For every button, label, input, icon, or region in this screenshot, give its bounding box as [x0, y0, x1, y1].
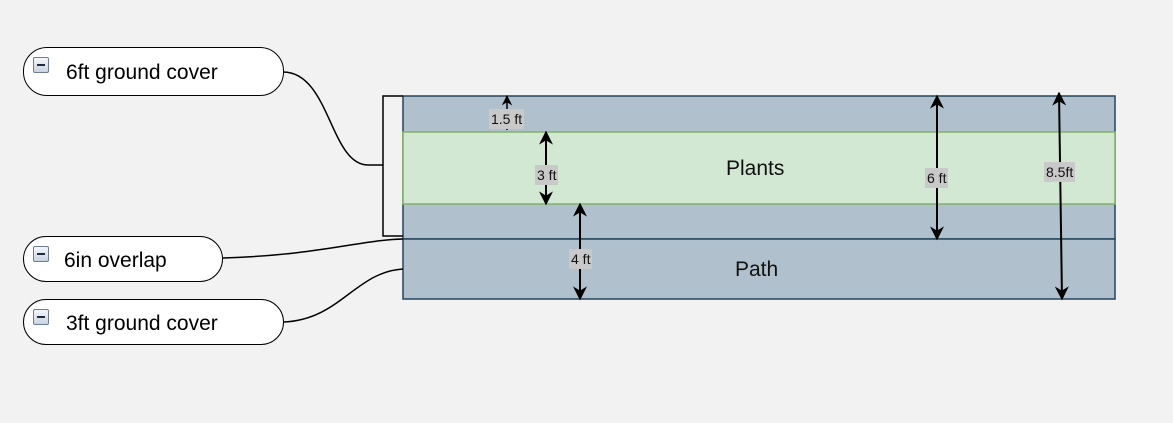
callout-3ft-ground-cover-label: 3ft ground cover [66, 312, 218, 335]
callout-3ft-ground-cover[interactable]: 3ft ground cover [23, 299, 284, 345]
collapse-minus-icon[interactable] [33, 309, 49, 325]
connector-6in-overlap [222, 238, 404, 259]
plants-label: Plants [726, 157, 785, 180]
callout-6ft-ground-cover-label: 6ft ground cover [66, 61, 218, 84]
callout-6in-overlap-label: 6in overlap [64, 249, 167, 272]
connector-3ft-ground-cover [282, 268, 404, 323]
ground-cover-bracket [382, 95, 403, 237]
dimension-label-top-strip: 1.5 ft [489, 109, 525, 129]
collapse-minus-icon[interactable] [33, 57, 49, 73]
dimension-label-total: 8.5ft [1044, 162, 1076, 182]
plants-area [402, 131, 1116, 205]
path-label: Path [735, 258, 779, 281]
dimension-label-lower-strip: 4 ft [569, 249, 593, 269]
dimension-label-ground-cover: 6 ft [925, 168, 949, 188]
dimension-arrow-total [1052, 91, 1069, 301]
path-area [402, 238, 1116, 300]
callout-6in-overlap[interactable]: 6in overlap [23, 236, 223, 282]
connector-6ft-ground-cover [282, 71, 383, 166]
dimension-label-plants: 3 ft [535, 165, 559, 185]
collapse-minus-icon[interactable] [33, 246, 49, 262]
callout-6ft-ground-cover[interactable]: 6ft ground cover [23, 47, 284, 96]
